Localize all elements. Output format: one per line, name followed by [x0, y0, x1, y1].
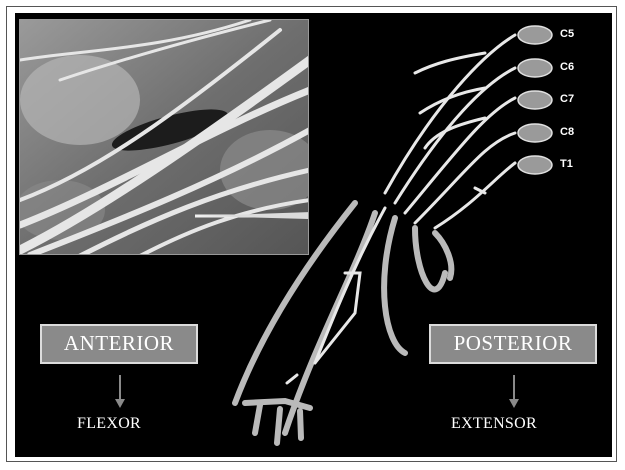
posterior-box: POSTERIOR	[429, 324, 597, 364]
root-label-c6: C6	[560, 61, 574, 73]
plexus-schematic	[15, 13, 612, 457]
down-arrow-posterior-icon	[508, 375, 520, 409]
root-label-c8: C8	[560, 126, 574, 138]
root-label-c5: C5	[560, 28, 574, 40]
root-label-c7: C7	[560, 93, 574, 105]
diagram-panel: C5 C6 C7 C8 T1 ANTERIOR FLEXOR POSTERIOR…	[15, 13, 612, 457]
down-arrow-anterior-icon	[114, 375, 126, 409]
root-label-t1: T1	[560, 158, 573, 170]
extensor-label: EXTENSOR	[451, 415, 537, 433]
anterior-box: ANTERIOR	[40, 324, 198, 364]
flexor-label: FLEXOR	[77, 415, 141, 433]
